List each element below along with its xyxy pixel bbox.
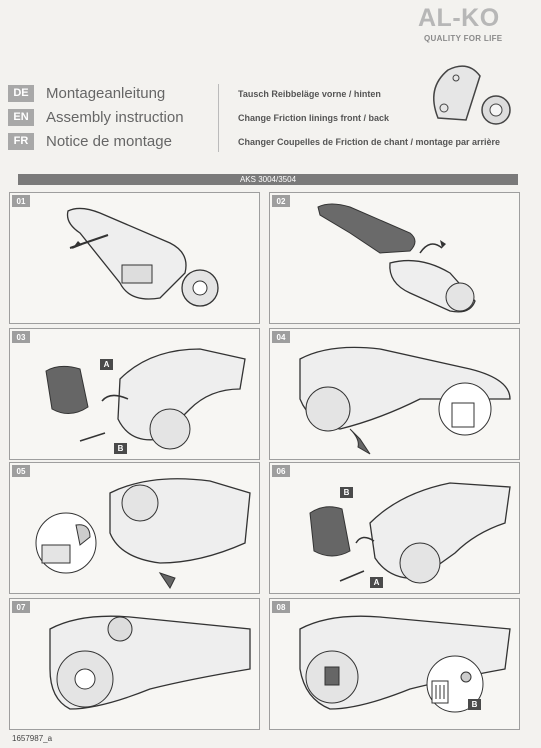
lang-code: FR (8, 132, 34, 150)
lang-title: Notice de montage (46, 132, 172, 150)
step-06-illustration (309, 482, 511, 584)
step-04-illustration (299, 346, 511, 455)
step-panel-01: 01 (9, 192, 260, 324)
step-panel-05: 05 (9, 462, 260, 594)
label-tag: A (370, 577, 383, 588)
brand-logo: AL-KO (418, 4, 500, 32)
step-number: 01 (12, 195, 30, 207)
subtitle-en: Change Friction linings front / back (238, 113, 390, 123)
step-panel-02: 02 (269, 192, 520, 324)
divider (218, 84, 219, 152)
step-number: 07 (12, 601, 30, 613)
brand-tagline: QUALITY FOR LIFE (424, 34, 503, 43)
step-number: 08 (272, 601, 290, 613)
step-08-illustration (299, 615, 511, 713)
step-02-illustration (317, 203, 476, 313)
language-row-en: EN Assembly instruction (8, 107, 184, 127)
lang-title: Assembly instruction (46, 108, 184, 126)
model-bar: AKS 3004/3504 (18, 174, 518, 185)
subtitle-de: Tausch Reibbeläge vorne / hinten (238, 89, 381, 99)
document-id: 1657987_a (12, 734, 53, 743)
lang-code: EN (8, 108, 34, 126)
step-05-illustration (35, 478, 251, 589)
step-panel-08: 08 B (269, 598, 520, 730)
step-number: 06 (272, 465, 290, 477)
language-row-de: DE Montageanleitung (8, 83, 165, 103)
label-tag: B (340, 487, 353, 498)
label-tag: B (114, 443, 127, 454)
language-row-fr: FR Notice de montage (8, 131, 172, 151)
lang-code: DE (8, 84, 34, 102)
subtitle-fr: Changer Coupelles de Friction de chant /… (238, 137, 501, 147)
step-panel-04: 04 (269, 328, 520, 460)
step-03-illustration (45, 348, 246, 450)
label-tag: A (100, 359, 113, 370)
step-panel-06: 06 B A (269, 462, 520, 594)
friction-lining-illustration (433, 65, 511, 125)
lang-title: Montageanleitung (46, 84, 166, 102)
step-number: 02 (272, 195, 290, 207)
step-number: 04 (272, 331, 290, 343)
step-number: 05 (12, 465, 30, 477)
step-number: 03 (12, 331, 30, 343)
label-tag: B (468, 699, 481, 710)
step-07-illustration (49, 615, 251, 710)
step-panel-07: 07 (9, 598, 260, 730)
step-panel-03: 03 A B (9, 328, 260, 460)
step-01-illustration (66, 207, 219, 307)
